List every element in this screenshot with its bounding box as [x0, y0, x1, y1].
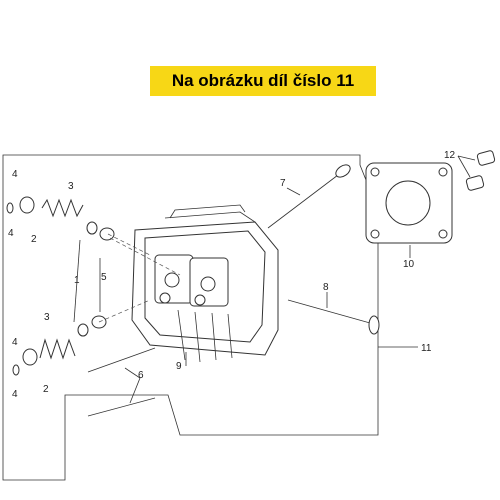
- head-gasket-10: [365, 162, 453, 244]
- callout-4b: 4: [8, 228, 14, 239]
- banner-text: Na obrázku díl číslo 11: [171, 71, 355, 90]
- callout-4c: 4: [12, 337, 18, 348]
- leader-1: [73, 239, 81, 323]
- callout-3b: 3: [44, 312, 50, 323]
- leader-6a: [124, 367, 141, 379]
- callout-11: 11: [421, 343, 432, 354]
- valve-stack-upper: [6, 196, 115, 241]
- part-number-banner: Na obrázku díl číslo 11: [150, 66, 376, 96]
- leader-6b: [129, 377, 141, 404]
- callout-4a: 4: [12, 169, 18, 180]
- callout-2a: 2: [31, 234, 37, 245]
- leader-7: [286, 187, 301, 196]
- valve-stack-lower: [12, 315, 107, 376]
- leader-12b: [457, 155, 471, 178]
- callout-10: 10: [403, 259, 415, 270]
- callout-8: 8: [323, 282, 329, 293]
- valve-8: [287, 299, 380, 335]
- kit-outline: [2, 154, 379, 481]
- studs-6: [87, 347, 156, 417]
- valve-7: [267, 164, 351, 229]
- callout-7: 7: [280, 178, 286, 189]
- dowel-pins-12: [465, 150, 496, 191]
- callout-2b: 2: [43, 384, 49, 395]
- cylinder-head: [131, 204, 279, 363]
- callout-6: 6: [138, 370, 144, 381]
- callout-3a: 3: [68, 181, 74, 192]
- callout-12: 12: [444, 150, 456, 161]
- leader-12a: [457, 155, 476, 161]
- callout-9: 9: [176, 361, 182, 372]
- callout-5: 5: [101, 272, 107, 283]
- callout-1: 1: [74, 275, 80, 286]
- callout-4d: 4: [12, 389, 18, 400]
